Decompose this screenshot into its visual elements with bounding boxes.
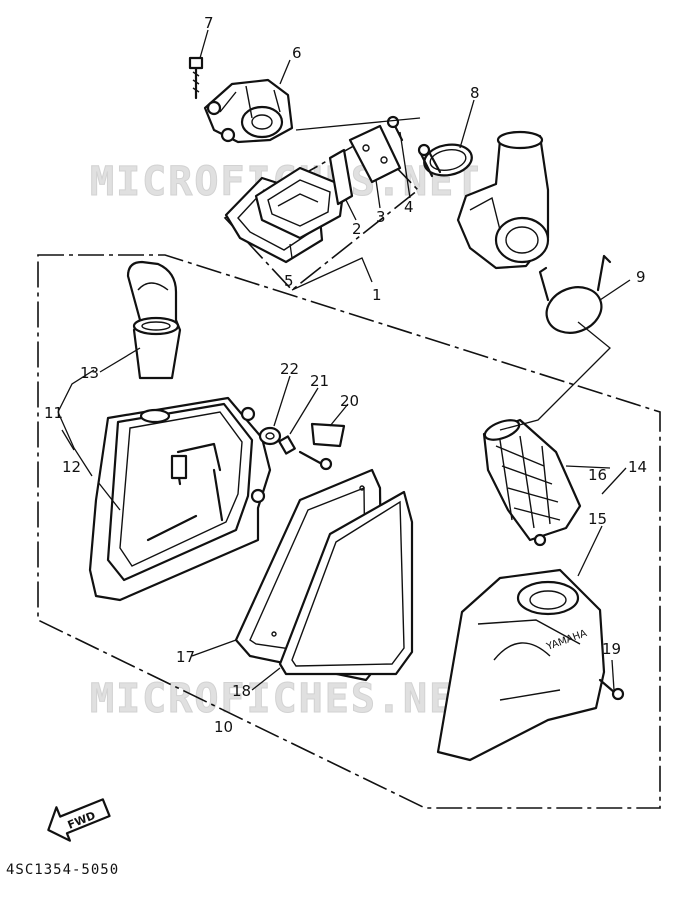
callout-22: 22 (280, 360, 299, 378)
callout-14: 14 (628, 458, 647, 476)
callout-4: 4 (404, 198, 414, 216)
callout-1: 1 (372, 286, 382, 304)
callout-15: 15 (588, 510, 607, 528)
callout-10: 10 (214, 718, 233, 736)
reed-valve-parts (224, 115, 421, 264)
bolt-20 (298, 422, 346, 471)
callout-21: 21 (310, 372, 329, 390)
joint-16 (482, 418, 582, 547)
clamp-8 (417, 143, 473, 178)
filter-seal-18 (278, 490, 414, 676)
airbox-assembly-outline (37, 254, 661, 809)
callout-13: 13 (80, 364, 99, 382)
screw-19 (598, 678, 625, 701)
callout-19: 19 (602, 640, 621, 658)
wire-clip-9 (538, 254, 612, 334)
airbox-cover-15: YAMAHA (436, 568, 606, 762)
collar-21 (278, 435, 296, 455)
intake-manifold (456, 130, 550, 270)
watermark-bottom: MICROFICHES.NET (90, 676, 481, 722)
callout-6: 6 (292, 44, 302, 62)
callout-20: 20 (340, 392, 359, 410)
intake-snorkel (126, 260, 182, 380)
callout-3: 3 (376, 208, 386, 226)
leader-lines (57, 29, 631, 691)
callout-8: 8 (470, 84, 480, 102)
callout-12: 12 (62, 458, 81, 476)
callout-17: 17 (176, 648, 195, 666)
callout-2: 2 (352, 220, 362, 238)
callout-numbers: 1 2 3 4 5 6 7 8 9 10 11 12 13 14 15 16 1… (44, 14, 647, 736)
callout-9: 9 (636, 268, 646, 286)
carburetor-joint (203, 78, 294, 144)
callout-18: 18 (232, 682, 251, 700)
callout-16: 16 (588, 466, 607, 484)
forward-arrow: FWD (47, 798, 111, 842)
callout-11: 11 (44, 404, 63, 422)
callout-5: 5 (284, 272, 294, 290)
bolt-7 (188, 56, 204, 100)
callout-7: 7 (204, 14, 214, 32)
airbox-case (88, 396, 272, 602)
grommet-22 (258, 426, 282, 446)
reference-code: 4SC1354-5050 (6, 862, 120, 878)
